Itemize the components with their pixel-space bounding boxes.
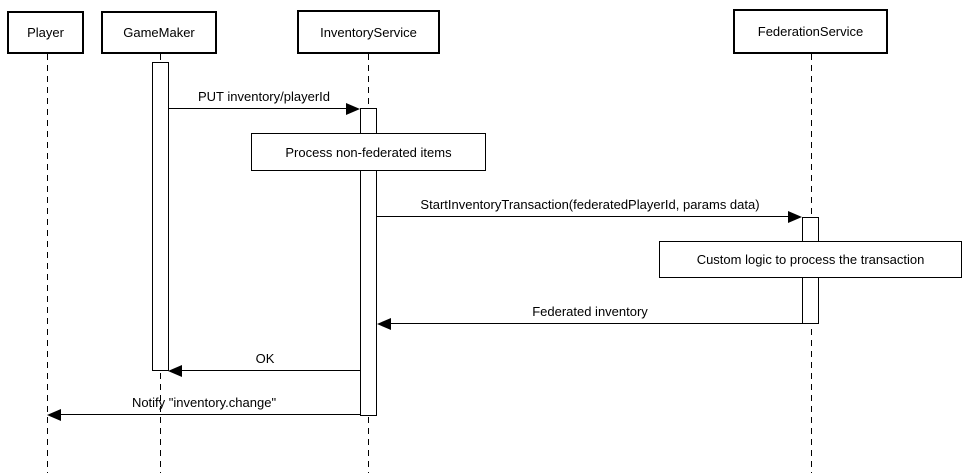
- note-process-non-federated-label: Process non-federated items: [285, 144, 452, 160]
- message-line-put-inventory: [168, 108, 348, 109]
- actor-label-federationservice: FederationService: [757, 24, 864, 39]
- message-line-start-transaction: [377, 216, 790, 217]
- message-line-notify: [59, 414, 360, 415]
- message-label-federated-inventory: Federated inventory: [532, 304, 648, 319]
- arrowhead-right-icon: [788, 211, 802, 223]
- actor-label-gamemaker: GameMaker: [123, 25, 195, 40]
- message-label-ok: OK: [255, 351, 275, 366]
- note-custom-logic-label: Custom logic to process the transaction: [696, 252, 925, 267]
- message-label-put-inventory: PUT inventory/playerId: [198, 89, 330, 104]
- message-label-notify: Notify "inventory.change": [131, 395, 277, 410]
- actor-box-player: Player: [7, 11, 84, 54]
- activation-gamemaker: [152, 62, 169, 371]
- actor-box-inventoryservice: InventoryService: [297, 10, 440, 54]
- arrowhead-left-icon: [47, 409, 61, 421]
- actor-box-gamemaker: GameMaker: [101, 11, 217, 54]
- lifeline-player: [47, 54, 48, 473]
- arrowhead-left-icon: [377, 318, 391, 330]
- actor-label-inventoryservice: InventoryService: [320, 24, 417, 40]
- message-label-start-transaction: StartInventoryTransaction(federatedPlaye…: [420, 197, 760, 212]
- arrowhead-right-icon: [346, 103, 360, 115]
- message-line-federated-inventory: [389, 323, 802, 324]
- arrowhead-left-icon: [168, 365, 182, 377]
- actor-label-player: Player: [27, 25, 64, 40]
- note-custom-logic: Custom logic to process the transaction: [659, 241, 962, 278]
- message-line-ok: [180, 370, 360, 371]
- activation-inventoryservice: [360, 108, 377, 416]
- actor-box-federationservice: FederationService: [733, 9, 888, 54]
- note-process-non-federated: Process non-federated items: [251, 133, 486, 171]
